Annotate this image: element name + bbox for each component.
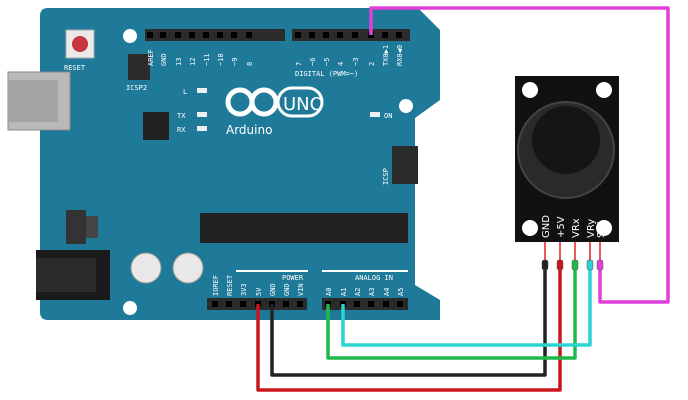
pin-~3[interactable]: [352, 32, 358, 38]
analog-label: ANALOG IN: [355, 274, 393, 282]
power-label: POWER: [282, 274, 304, 282]
pin-label: 2: [368, 62, 376, 66]
pin-7[interactable]: [295, 32, 301, 38]
wire-connector: [571, 259, 579, 271]
pin-label: 12: [189, 58, 197, 66]
pin-label: A0: [325, 288, 333, 296]
pin-12[interactable]: [189, 32, 195, 38]
pin-RESET[interactable]: [226, 301, 232, 307]
icsp-header: ICSP: [382, 146, 418, 185]
pin-label: GND: [269, 283, 277, 296]
pin-label: ~5: [323, 58, 331, 66]
capacitor: [172, 252, 204, 284]
microcontroller: [200, 213, 408, 243]
pin-label: TX0▶1: [382, 45, 390, 66]
pin-label: ~9: [231, 58, 239, 66]
joystick-pin-label: SW: [596, 222, 607, 238]
pin-RX0◀0[interactable]: [396, 32, 402, 38]
pin-8[interactable]: [246, 32, 252, 38]
wire-5V-to-+5V: [256, 265, 562, 392]
pin-label: A4: [383, 288, 391, 296]
pin-label: RX0◀0: [396, 45, 404, 66]
wire-connector: [586, 259, 594, 271]
pin-~11[interactable]: [203, 32, 209, 38]
pin-A5[interactable]: [397, 301, 403, 307]
pin-A4[interactable]: [383, 301, 389, 307]
pin-label: ~3: [352, 58, 360, 66]
joystick-pin-label: +5V: [556, 216, 567, 238]
pin-label: 4: [337, 62, 345, 66]
joystick-pin-label: GND: [541, 215, 552, 238]
led-indicators: L TX RX ON: [177, 88, 392, 134]
pin-A3[interactable]: [368, 301, 374, 307]
svg-text:L: L: [183, 88, 187, 96]
pin-label: ~11: [203, 53, 211, 66]
pin-label: AREF: [147, 49, 155, 66]
pin-label: 8: [246, 62, 254, 66]
pin-3V3[interactable]: [240, 301, 246, 307]
pin-label: 7: [295, 62, 303, 66]
digital-label: DIGITAL (PWM=~): [295, 70, 358, 78]
pin-~6[interactable]: [309, 32, 315, 38]
svg-text:ON: ON: [384, 112, 392, 120]
pin-AREF[interactable]: [147, 32, 153, 38]
pin-~9[interactable]: [231, 32, 237, 38]
pin-label: ~6: [309, 58, 317, 66]
wire-A0-to-VRx: [326, 265, 577, 360]
pin-~10[interactable]: [217, 32, 223, 38]
pin-label: A2: [354, 288, 362, 296]
wire-A1-to-VRy: [341, 265, 592, 347]
svg-text:ICSP: ICSP: [382, 168, 390, 185]
reset-button[interactable]: [65, 29, 95, 59]
pin-label: 5V: [255, 287, 263, 296]
pin-GND[interactable]: [160, 32, 166, 38]
svg-text:RX: RX: [177, 126, 186, 134]
wire-2-to-SW: [369, 6, 670, 304]
pin-label: RESET: [226, 274, 234, 296]
arduino-logo: UNO Arduino: [225, 86, 324, 137]
pin-label: IOREF: [212, 275, 220, 296]
pin-GND[interactable]: [283, 301, 289, 307]
joystick-pin-label: VRy: [586, 219, 597, 238]
pin-label: VIN: [297, 283, 305, 296]
usb-chip: [143, 112, 169, 140]
pin-label: GND: [283, 283, 291, 296]
reset-label: RESET: [64, 64, 86, 72]
pin-label: ~10: [217, 53, 225, 66]
wire-GND-to-GND: [270, 265, 547, 377]
svg-text:Arduino: Arduino: [226, 123, 272, 137]
pin-label: A1: [340, 288, 348, 296]
svg-text:TX: TX: [177, 112, 186, 120]
pin-TX0▶1[interactable]: [382, 32, 388, 38]
pin-label: GND: [160, 53, 168, 66]
pin-label: 3V3: [240, 283, 248, 296]
pin-VIN[interactable]: [297, 301, 303, 307]
digital-header-right: [292, 29, 410, 41]
pin-A2[interactable]: [354, 301, 360, 307]
pin-13[interactable]: [175, 32, 181, 38]
pin-label: A5: [397, 288, 405, 296]
pin-label: 13: [175, 58, 183, 66]
joystick-pin-label: VRx: [571, 218, 582, 238]
wire-connector: [556, 259, 564, 271]
pin-IOREF[interactable]: [212, 301, 218, 307]
wire-connector: [541, 259, 549, 271]
pin-label: A3: [368, 288, 376, 296]
svg-text:ICSP2: ICSP2: [126, 84, 147, 92]
voltage-regulator: [66, 210, 86, 244]
capacitor: [130, 252, 162, 284]
wire-connector: [596, 259, 604, 271]
pin-~5[interactable]: [323, 32, 329, 38]
icsp2-header: ICSP2: [126, 54, 150, 92]
pin-4[interactable]: [337, 32, 343, 38]
svg-text:UNO: UNO: [283, 94, 324, 115]
analog-header: [322, 298, 408, 310]
